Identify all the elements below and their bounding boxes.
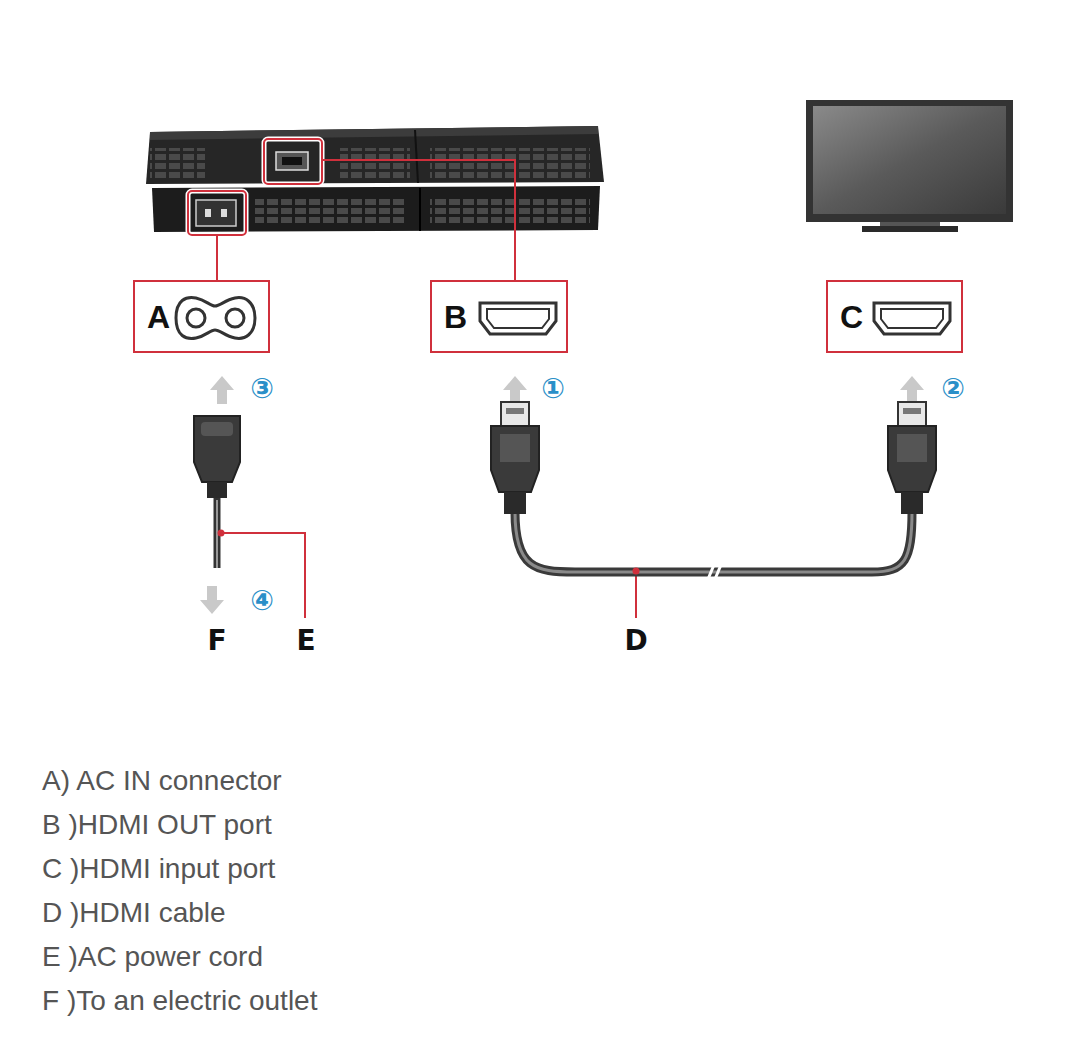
direction-arrow bbox=[900, 376, 924, 404]
console bbox=[415, 130, 418, 183]
console bbox=[255, 196, 405, 226]
console bbox=[419, 188, 421, 231]
callout-number: ④ bbox=[250, 586, 274, 617]
part-letter: C bbox=[840, 298, 863, 335]
hdmi-plug bbox=[501, 402, 529, 426]
hdmi-plug bbox=[898, 402, 926, 426]
part-letter: A bbox=[147, 298, 170, 335]
connection-dot bbox=[218, 530, 225, 537]
direction-arrow bbox=[503, 376, 527, 404]
port-highlight bbox=[188, 191, 246, 235]
ac-plug bbox=[194, 416, 240, 568]
key-entry: C )HDMI input port bbox=[42, 854, 275, 885]
ac-plug bbox=[214, 490, 221, 568]
television bbox=[862, 226, 958, 232]
leader-line bbox=[221, 533, 305, 618]
connection-dot bbox=[633, 568, 640, 575]
port-symbol bbox=[176, 298, 255, 339]
port-symbol bbox=[187, 309, 205, 327]
console bbox=[150, 126, 598, 140]
direction-arrow bbox=[200, 586, 224, 614]
callout-number: ② bbox=[941, 374, 965, 405]
console bbox=[205, 209, 211, 217]
ac-plug bbox=[201, 422, 233, 436]
port-symbol bbox=[487, 309, 549, 328]
console bbox=[282, 157, 302, 165]
port-symbol bbox=[176, 298, 950, 339]
console bbox=[146, 126, 604, 184]
connector-box: C bbox=[826, 280, 963, 353]
console bbox=[146, 126, 604, 232]
console bbox=[221, 209, 227, 217]
part-letter: B bbox=[444, 298, 467, 335]
key-entry: A) AC IN connector bbox=[42, 766, 282, 797]
console bbox=[196, 200, 236, 226]
console bbox=[276, 152, 308, 170]
port-highlight bbox=[264, 139, 322, 184]
port-symbol bbox=[881, 309, 943, 328]
hdmi-plug bbox=[506, 408, 524, 414]
console bbox=[340, 148, 410, 178]
hdmi-cable bbox=[515, 512, 912, 584]
port-highlight bbox=[188, 139, 322, 235]
part-letter: F bbox=[207, 626, 226, 657]
connector-box: B bbox=[430, 280, 568, 353]
callout-number: ① bbox=[541, 374, 565, 405]
key-entry: D )HDMI cable bbox=[42, 898, 226, 929]
television bbox=[806, 100, 1013, 232]
ac-plug bbox=[207, 482, 227, 498]
part-letter: D bbox=[624, 626, 647, 657]
hdmi-plug bbox=[491, 402, 936, 514]
hdmi-plug bbox=[500, 434, 530, 462]
direction-arrow bbox=[210, 376, 234, 404]
port-highlight bbox=[188, 191, 246, 235]
part-letter: E bbox=[296, 626, 315, 657]
key-entry: B )HDMI OUT port bbox=[42, 810, 272, 841]
connector-box: A bbox=[133, 280, 270, 353]
ac-plug bbox=[194, 416, 240, 482]
hdmi-plug bbox=[901, 492, 923, 514]
key-entry: E )AC power cord bbox=[42, 942, 263, 973]
key-entry: F )To an electric outlet bbox=[42, 986, 317, 1017]
leader-line bbox=[323, 160, 515, 280]
hdmi-cable bbox=[713, 560, 723, 584]
port-symbol bbox=[874, 303, 950, 334]
console bbox=[150, 148, 205, 178]
port-symbol bbox=[226, 309, 244, 327]
callout-number: ③ bbox=[250, 374, 274, 405]
hdmi-plug bbox=[897, 434, 927, 462]
hdmi-plug bbox=[504, 492, 526, 514]
television bbox=[806, 100, 1013, 222]
leader-line bbox=[635, 571, 637, 618]
port-highlight bbox=[264, 139, 322, 184]
port-symbol bbox=[480, 303, 556, 334]
console bbox=[430, 196, 590, 226]
leader-line bbox=[217, 160, 636, 618]
connection-dot bbox=[218, 530, 640, 575]
hdmi-plug bbox=[491, 426, 539, 492]
console bbox=[430, 148, 590, 178]
television bbox=[813, 106, 1006, 214]
hdmi-plug bbox=[903, 408, 921, 414]
hdmi-plug bbox=[888, 426, 936, 492]
direction-arrow bbox=[200, 376, 924, 614]
leader-line bbox=[216, 236, 218, 280]
